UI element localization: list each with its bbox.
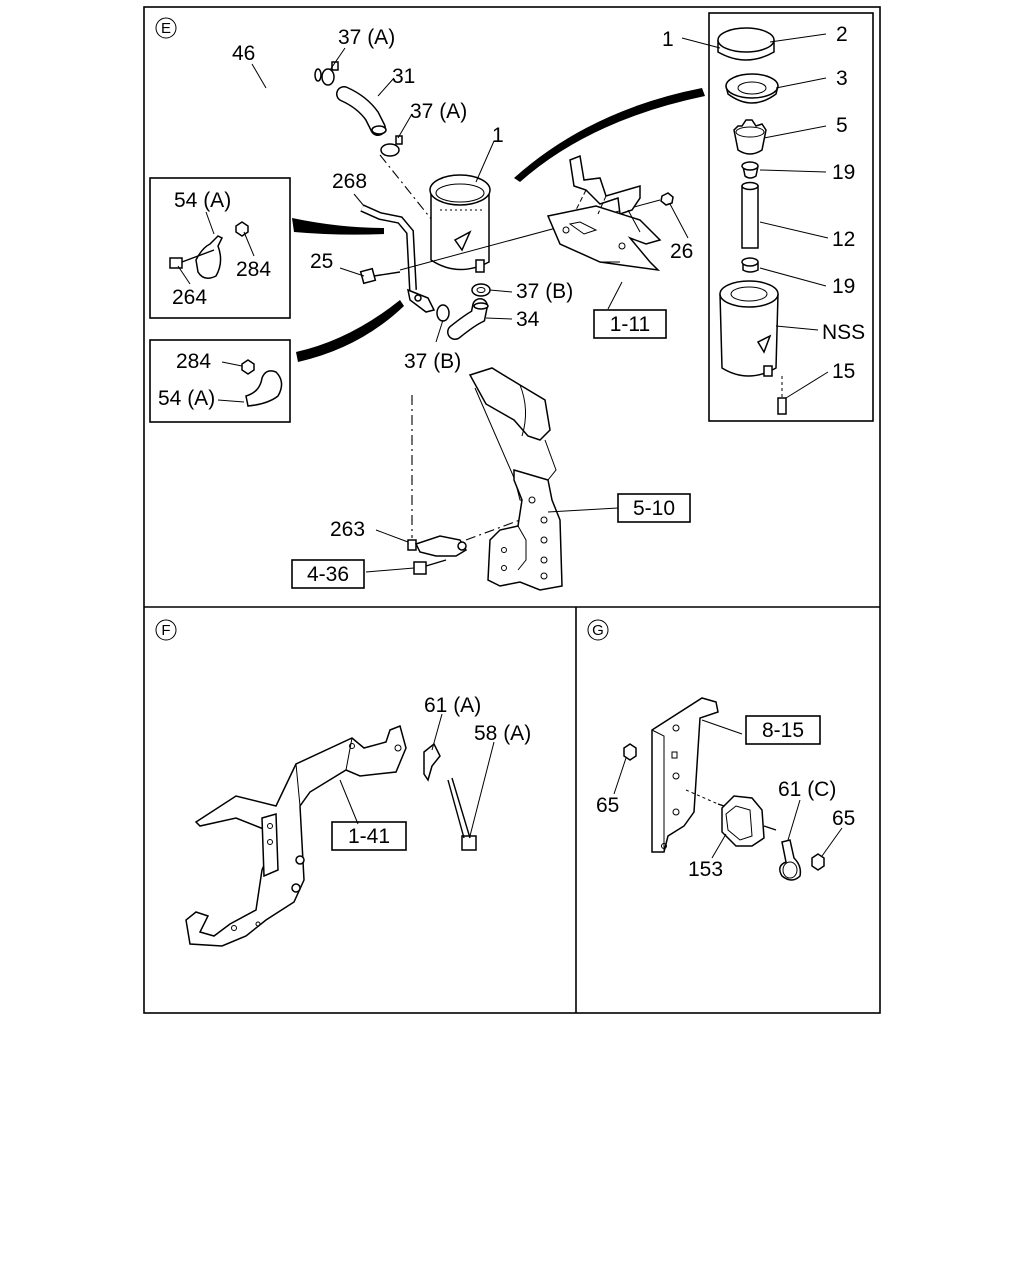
labels-exploded: 1 2 3 5 19 12 19 NSS 15	[662, 23, 865, 383]
ref-box-5-10[interactable]: 5-10	[617, 493, 691, 523]
inset-box-clamp-bottom	[149, 339, 291, 423]
label-263: 263	[330, 518, 365, 541]
pipe-268	[360, 204, 436, 313]
label-25: 25	[310, 250, 333, 273]
bolt-25	[359, 199, 661, 285]
inset-arrows	[292, 88, 705, 362]
bracket-1-41	[185, 724, 407, 947]
nut-26	[660, 192, 674, 206]
label-61c: 61 (C)	[778, 778, 836, 801]
svg-text:1-41: 1-41	[348, 825, 390, 848]
inset-box-clamp-top	[149, 177, 291, 319]
label-284-bottom: 284	[176, 350, 211, 373]
bracket-1-11	[546, 154, 662, 272]
section-marker-g: G	[587, 619, 609, 641]
label-exploded-1: 1	[662, 28, 674, 51]
label-268: 268	[332, 170, 367, 193]
nut-65-right	[811, 853, 825, 871]
label-12: 12	[832, 228, 855, 251]
diagram-frames	[143, 6, 881, 1014]
label-61a: 61 (A)	[424, 694, 481, 717]
label-54a-top: 54 (A)	[174, 189, 231, 212]
label-37b-right: 37 (B)	[516, 280, 573, 303]
ref-box-1-41[interactable]: 1-41	[331, 821, 407, 851]
leader-lines-g	[613, 719, 843, 859]
section-marker-e: E	[155, 17, 177, 39]
svg-text:5-10: 5-10	[633, 497, 675, 520]
hose-31	[336, 86, 387, 136]
label-nss: NSS	[822, 321, 865, 344]
ref-box-4-36[interactable]: 4-36	[291, 559, 365, 589]
svg-text:F: F	[161, 622, 170, 639]
labels-section-e: 46 37 (A) 31 37 (A) 1 268 25 26 37 (B) 3…	[158, 26, 693, 541]
clamp-37a-top	[321, 61, 339, 86]
bolt-4-36	[413, 559, 447, 575]
hose-46	[218, 68, 322, 130]
label-19-top: 19	[832, 161, 855, 184]
label-65-left: 65	[596, 794, 619, 817]
label-3: 3	[836, 67, 848, 90]
label-5: 5	[836, 114, 848, 137]
bracket-8-15	[651, 697, 719, 853]
label-31: 31	[392, 65, 415, 88]
reservoir-tank	[429, 174, 491, 273]
label-2: 2	[836, 23, 848, 46]
label-15: 15	[832, 360, 855, 383]
label-37a-mid: 37 (A)	[410, 100, 467, 123]
label-65-right: 65	[832, 807, 855, 830]
grommet-37b-left	[436, 304, 450, 322]
label-37a-top: 37 (A)	[338, 26, 395, 49]
label-153: 153	[688, 858, 723, 881]
ref-box-1-11[interactable]: 1-11	[593, 309, 667, 339]
label-284-top: 284	[236, 258, 271, 281]
svg-text:4-36: 4-36	[307, 563, 349, 586]
label-tank-1: 1	[492, 124, 504, 147]
exploded-view-box	[708, 12, 874, 422]
leader-lines-f	[339, 713, 495, 837]
grommet-37b-right	[471, 283, 491, 297]
labels-section-f: 61 (A) 58 (A)	[424, 694, 531, 745]
labels-section-g: 65 61 (C) 65 153	[596, 778, 855, 881]
bolt-58a	[447, 777, 477, 851]
label-58a: 58 (A)	[474, 722, 531, 745]
svg-text:E: E	[161, 20, 171, 37]
clip-263	[407, 535, 468, 557]
label-19-bottom: 19	[832, 275, 855, 298]
clip-61c	[779, 839, 802, 881]
label-37b-left: 37 (B)	[404, 350, 461, 373]
nut-65-left	[623, 743, 637, 761]
section-marker-f: F	[155, 619, 177, 641]
label-264: 264	[172, 286, 207, 309]
svg-text:8-15: 8-15	[762, 719, 804, 742]
leader-lines-e	[177, 33, 829, 573]
leader-dash	[379, 154, 433, 221]
label-54a-bottom: 54 (A)	[158, 387, 215, 410]
svg-text:1-11: 1-11	[610, 313, 650, 336]
ref-box-8-15[interactable]: 8-15	[745, 715, 821, 745]
mount-153	[685, 789, 777, 847]
label-46: 46	[232, 42, 255, 65]
svg-text:G: G	[592, 622, 604, 639]
frame-rail-5-10	[468, 367, 563, 591]
hose-34	[447, 298, 489, 340]
label-34: 34	[516, 308, 540, 331]
leader-dash	[465, 519, 521, 541]
clamp-37a-mid	[380, 135, 403, 157]
label-26: 26	[670, 240, 693, 263]
